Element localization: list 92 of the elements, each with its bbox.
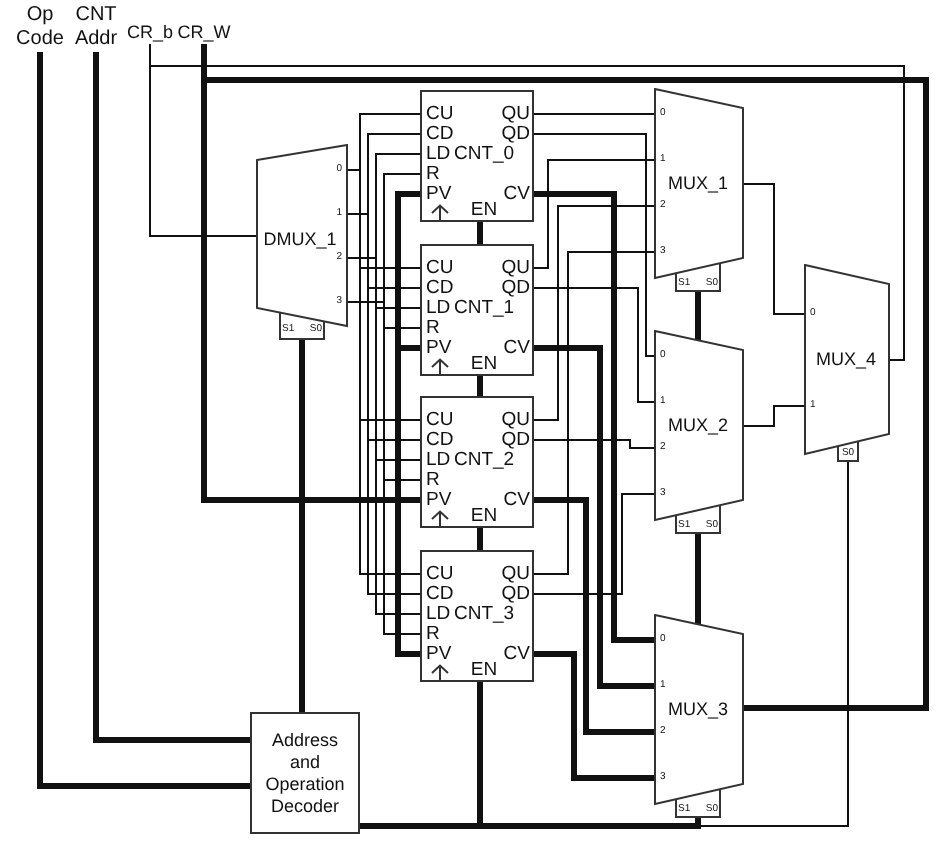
bus-wire: [477, 528, 483, 550]
block-label: CNT_1: [454, 298, 515, 318]
pin-label: QU: [501, 564, 530, 584]
pin-label: PV: [426, 489, 452, 509]
block-label: CNT_3: [454, 604, 515, 624]
block-label: CNT_0: [454, 144, 515, 164]
pin-label: CD: [426, 430, 454, 450]
wire: [533, 133, 655, 357]
pin-label: CD: [426, 278, 454, 298]
counter-block: [420, 550, 534, 682]
bus-wire: [534, 651, 654, 781]
pin-label: QD: [501, 124, 530, 144]
multiplexer-block: [804, 264, 890, 462]
pin-label: QU: [501, 104, 530, 124]
bus-wire: [695, 534, 701, 624]
bus-wire: [395, 345, 420, 500]
pin-label: CU: [426, 104, 454, 124]
pin-label: CU: [426, 410, 454, 430]
wire: [533, 159, 655, 269]
wire: [533, 439, 655, 449]
pin-label: R: [426, 624, 440, 644]
pin-label: EN: [470, 200, 498, 220]
pin-label: LD: [426, 298, 451, 318]
pin-label: CD: [426, 584, 454, 604]
bus-wire: [360, 818, 701, 829]
block-label: DMUX_1: [263, 231, 337, 249]
signal-label: CR_b: [126, 20, 174, 44]
multiplexer-block: [654, 614, 744, 818]
pin-label: CV: [503, 490, 530, 510]
block-label: Address and Operation Decoder: [263, 729, 347, 817]
bus-wire: [695, 292, 701, 340]
decoder-block: [250, 712, 360, 834]
pin-label: CV: [503, 184, 530, 204]
pin-label: QD: [501, 278, 530, 298]
block-label: MUX_3: [668, 701, 728, 719]
wire: [533, 113, 655, 115]
pin-label: LD: [426, 450, 451, 470]
wire: [533, 251, 655, 575]
wire: [149, 43, 905, 361]
pin-label: LD: [426, 604, 451, 624]
bus-wire: [534, 191, 654, 643]
wire: [533, 493, 655, 595]
bus-wire: [477, 222, 483, 244]
counter-block: [420, 244, 534, 376]
bus-wire: [93, 52, 250, 743]
pin-label: R: [426, 164, 440, 184]
bus-wire: [534, 497, 654, 735]
signal-label: CNT Addr: [70, 4, 122, 52]
pin-label: QD: [501, 430, 530, 450]
pin-label: QD: [501, 584, 530, 604]
pin-label: PV: [426, 643, 452, 663]
pin-label: CU: [426, 564, 454, 584]
pin-label: CD: [426, 124, 454, 144]
bus-wire: [534, 345, 654, 689]
pin-label: PV: [426, 337, 452, 357]
demultiplexer-block: [256, 144, 348, 340]
pin-label: QU: [501, 258, 530, 278]
wire: [533, 205, 655, 421]
counter-block: [420, 396, 534, 528]
pin-label: EN: [470, 506, 498, 526]
multiplexer-block: [654, 330, 744, 534]
wire: [743, 405, 805, 427]
pin-label: CU: [426, 258, 454, 278]
pin-label: EN: [470, 660, 498, 680]
signal-label: CR_W: [176, 20, 232, 44]
block-label: CNT_2: [454, 450, 515, 470]
pin-label: CV: [503, 644, 530, 664]
pin-label: PV: [426, 183, 452, 203]
multiplexer-block: [654, 88, 744, 292]
pin-label: R: [426, 470, 440, 490]
wire: [347, 301, 421, 635]
wire: [533, 287, 655, 403]
wire: [347, 257, 421, 615]
bus-wire: [201, 44, 929, 711]
pin-label: QU: [501, 410, 530, 430]
bus-wire: [395, 500, 420, 657]
wire: [347, 169, 421, 575]
pin-label: LD: [426, 144, 451, 164]
counter-block: [420, 90, 534, 222]
bus-wire: [398, 497, 420, 503]
block-label: MUX_2: [668, 417, 728, 435]
pin-label: EN: [470, 354, 498, 374]
pin-label: R: [426, 318, 440, 338]
bus-wire: [299, 340, 305, 712]
bus-wire: [477, 376, 483, 396]
wire: [743, 183, 805, 315]
wire: [347, 213, 421, 595]
bus-wire: [37, 52, 250, 789]
block-label: MUX_1: [668, 175, 728, 193]
pin-label: CV: [503, 338, 530, 358]
block-label: MUX_4: [816, 351, 876, 369]
signal-label: Op Code: [12, 4, 68, 52]
